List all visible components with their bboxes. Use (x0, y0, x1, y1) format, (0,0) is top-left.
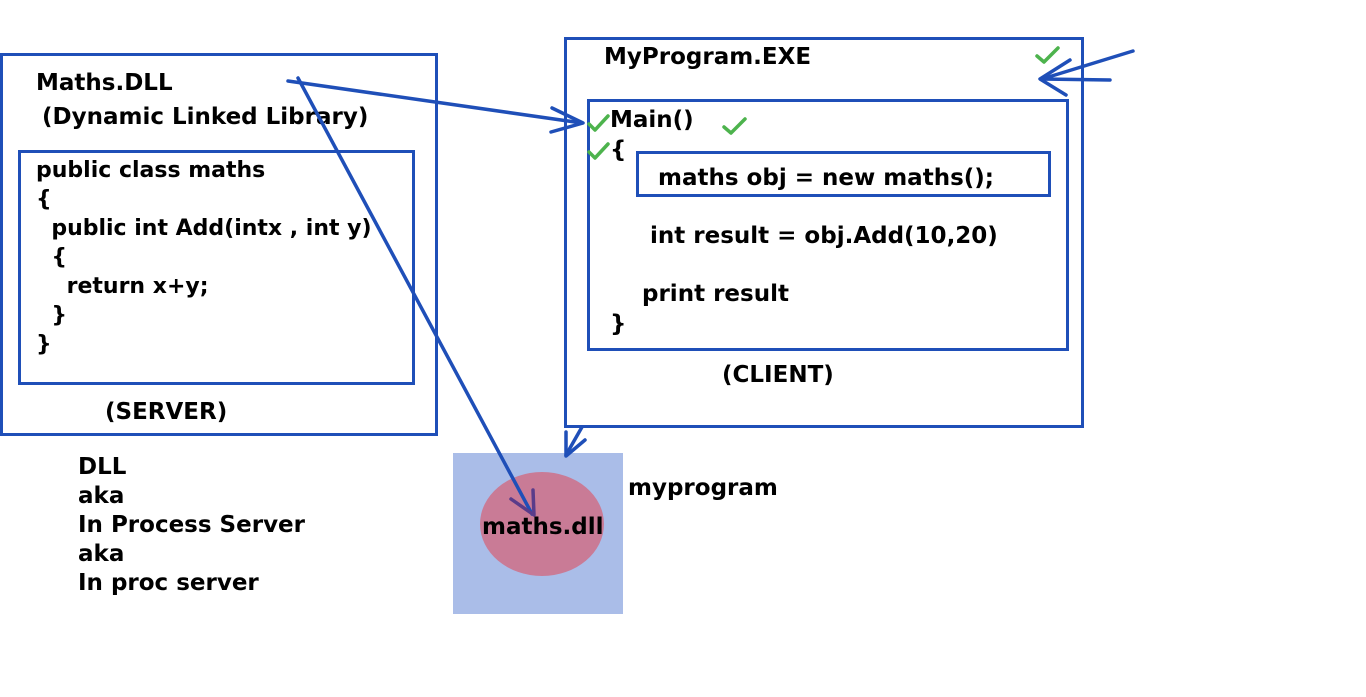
load-arrow (564, 425, 584, 457)
incoming-arrow-head (1038, 58, 1072, 97)
main-box (587, 99, 1069, 351)
process-label: myprogram (628, 475, 778, 501)
incoming-arrow (1040, 49, 1135, 81)
client-title: MyProgram.EXE (604, 44, 812, 70)
load-arrow-head (564, 430, 587, 458)
code-line: { (36, 187, 52, 212)
code-line: public class maths (36, 158, 266, 183)
statement-print: print result (642, 281, 789, 307)
server-title: Maths.DLL (36, 70, 173, 96)
check-icon (1035, 46, 1060, 64)
client-box (564, 37, 1084, 428)
main-open-brace: { (610, 137, 627, 163)
main-label: Main() (610, 107, 694, 133)
code-line: public int Add(intx , int y) (36, 216, 372, 241)
statement-add: int result = obj.Add(10,20) (650, 223, 998, 249)
reference-arrow-head (549, 106, 585, 134)
loaded-dll-ellipse (480, 472, 604, 576)
note-line: aka (78, 483, 125, 509)
note-line: aka (78, 541, 125, 567)
class-box (18, 150, 415, 385)
load-dll-arrow (296, 76, 534, 516)
code-line: } (36, 303, 67, 328)
note-line: DLL (78, 454, 127, 480)
code-line: { (36, 245, 67, 270)
check-icon (587, 142, 610, 160)
dll-label: maths.dll (482, 514, 604, 540)
code-line: } (36, 332, 52, 357)
client-caption: (CLIENT) (722, 362, 834, 388)
check-icon (587, 114, 610, 132)
statement-new: maths obj = new maths(); (658, 165, 994, 191)
check-icon (722, 117, 747, 135)
server-box (0, 53, 438, 436)
incoming-arrow (1040, 77, 1112, 82)
main-close-brace: } (610, 311, 627, 337)
server-caption: (SERVER) (105, 399, 228, 425)
code-line: return x+y; (36, 274, 209, 299)
note-line: In proc server (78, 570, 259, 596)
server-subtitle: (Dynamic Linked Library) (42, 104, 369, 130)
load-dll-arrow-head (509, 488, 536, 517)
reference-arrow (286, 79, 584, 125)
instantiation-box (636, 151, 1051, 197)
note-line: In Process Server (78, 512, 306, 538)
